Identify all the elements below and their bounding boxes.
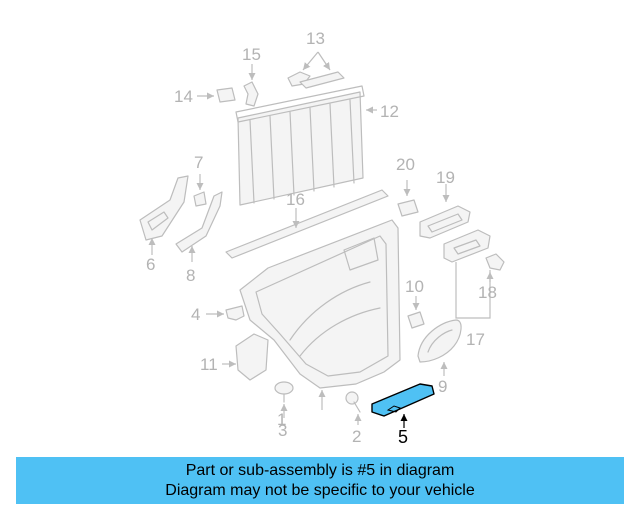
callout-12: 12 <box>380 102 399 121</box>
part-18-bulb <box>485 253 505 282</box>
callout-19: 19 <box>436 168 455 187</box>
callout-13: 13 <box>306 29 325 48</box>
banner-line-disclaimer: Diagram may not be specific to your vehi… <box>165 482 475 499</box>
callout-5: 5 <box>398 427 408 447</box>
part-5-highlighted <box>371 383 435 428</box>
part-15-hook <box>243 64 259 107</box>
callout-17: 17 <box>466 330 485 349</box>
callout-14: 14 <box>174 87 193 106</box>
part-11-bracket <box>222 333 269 381</box>
callout-3: 3 <box>278 421 287 440</box>
part-10-clip <box>407 296 425 329</box>
part-1-door-panel <box>239 219 401 410</box>
callout-2: 2 <box>352 427 361 446</box>
callout-18: 18 <box>478 283 497 302</box>
callout-1: 1 <box>277 410 286 429</box>
part-16-strip <box>225 189 389 259</box>
callout-9: 9 <box>438 377 447 396</box>
callout-7: 7 <box>194 153 203 172</box>
callout-8: 8 <box>186 266 195 285</box>
callout-15: 15 <box>242 45 261 64</box>
callout-10: 10 <box>405 277 424 296</box>
part-20-switch <box>397 180 419 217</box>
part-17-handle <box>443 229 491 319</box>
part-13-bracket <box>287 51 345 89</box>
part-6-pull-handle <box>139 175 189 255</box>
part-12-sunshade <box>235 85 377 206</box>
banner-line-part: Part or sub-assembly is #5 in diagram <box>185 462 455 479</box>
callout-6: 6 <box>146 255 155 274</box>
part-9-bezel <box>417 319 462 376</box>
info-banner: Part or sub-assembly is #5 in diagram Di… <box>16 457 624 504</box>
part-4-clip <box>206 305 245 321</box>
part-2-screw <box>345 391 362 425</box>
part-3-fastener <box>274 381 294 418</box>
callout-16: 16 <box>286 190 305 209</box>
callout-11: 11 <box>200 355 218 374</box>
callout-4: 4 <box>191 305 200 324</box>
part-14-clip <box>197 87 236 103</box>
part-19-handle-bezel <box>419 184 471 239</box>
part-8-trim <box>175 191 223 262</box>
callout-20: 20 <box>396 155 415 174</box>
part-7-clip <box>193 174 207 207</box>
